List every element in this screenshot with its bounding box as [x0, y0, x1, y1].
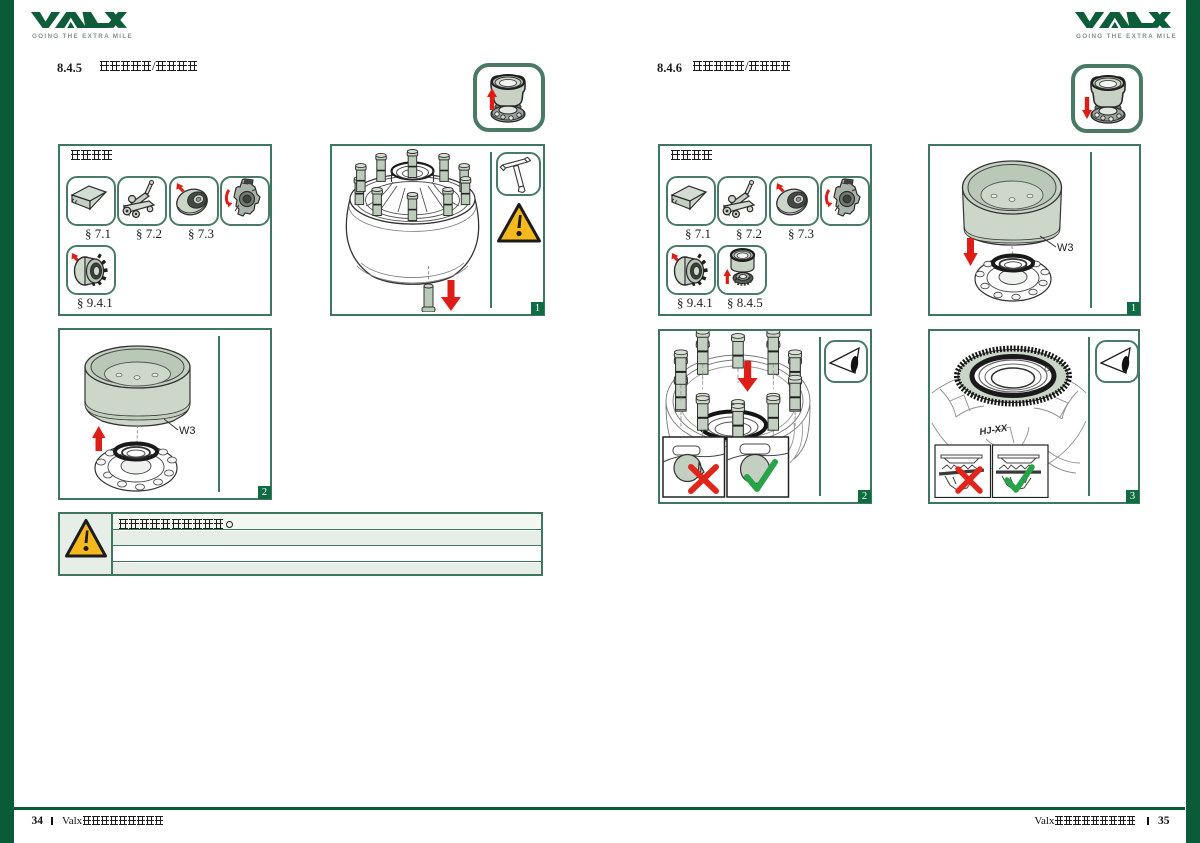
svg-text:W3: W3 — [179, 425, 196, 437]
svg-text:HJ-XX: HJ-XX — [979, 423, 1009, 438]
svg-text:W3: W3 — [1057, 242, 1074, 254]
